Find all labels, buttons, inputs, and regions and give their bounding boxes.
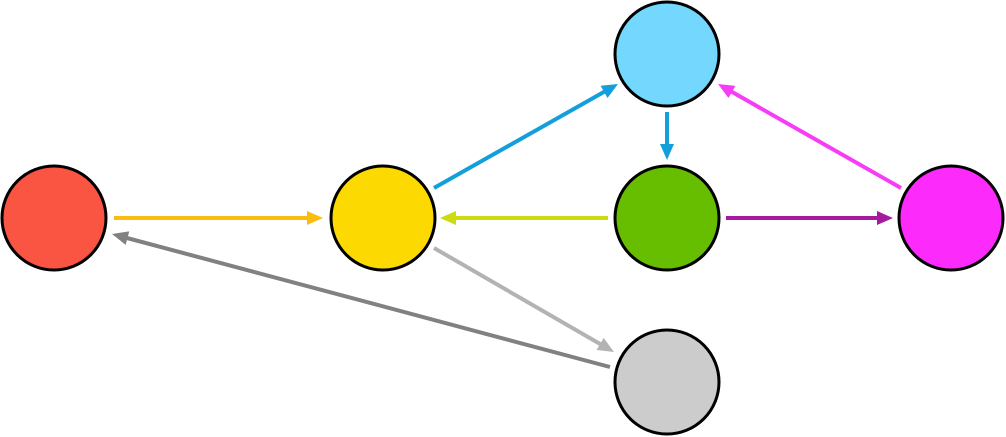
edge-gray-red (112, 231, 611, 369)
edge-green-yellow (440, 211, 608, 225)
edge-arrowhead-magenta-blue (718, 84, 736, 98)
node-yellow (329, 164, 437, 272)
node-gray (613, 328, 721, 436)
edge-blue-green (660, 112, 674, 160)
node-blue (613, 0, 721, 108)
edge-yellow-gray (432, 246, 614, 352)
edge-red-yellow (114, 211, 323, 225)
edge-line-yellow-blue (433, 89, 607, 190)
edge-line-yellow-gray (432, 246, 603, 347)
edge-arrowhead-green-magenta (877, 211, 893, 225)
edge-magenta-blue (718, 84, 902, 190)
edge-arrowhead-yellow-gray (596, 337, 614, 352)
edge-arrowhead-green-yellow (440, 211, 456, 225)
node-magenta (897, 164, 1005, 272)
edge-arrowhead-gray-red (112, 231, 130, 245)
edge-layer (112, 84, 902, 369)
edge-arrowhead-blue-green (660, 144, 674, 160)
edge-arrowhead-red-yellow (307, 211, 323, 225)
node-red (0, 164, 108, 272)
edge-line-magenta-blue (729, 89, 902, 190)
edge-line-gray-red (125, 235, 611, 369)
edge-yellow-blue (433, 84, 618, 190)
node-green (613, 164, 721, 272)
edge-green-magenta (726, 211, 893, 225)
edge-arrowhead-yellow-blue (600, 84, 618, 98)
